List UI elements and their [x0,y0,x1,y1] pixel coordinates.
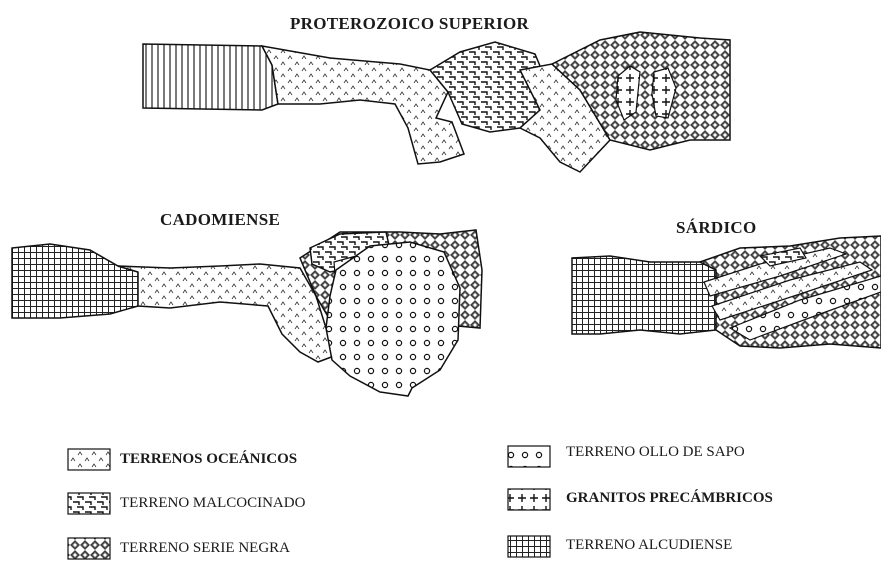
title-cadomiense: CADOMIENSE [160,210,281,229]
alcudiense-sardico [571,255,717,335]
oceanic-band-1 [703,247,848,297]
title-proterozoico: PROTEROZOICO SUPERIOR [290,14,530,33]
legend-swatch-alcudiense [507,535,551,558]
legend-swatch-serie-negra [67,537,111,560]
legend-label-granitos: GRANITOS PRECÁMBRICOS [566,490,773,506]
ollo-de-sapo-dome [325,241,461,397]
title-sardico: SÁRDICO [676,218,757,237]
proterozoico-panel [142,31,731,173]
legend-label-alcudiense: TERRENO ALCUDIENSE [566,537,733,553]
serie-negra-block [550,31,731,151]
ollo-de-sapo-wedge [728,275,881,341]
sardico-panel [571,235,881,349]
alcudiense-vertical-block [142,43,279,111]
legend-label-oceanic: TERRENOS OCEÁNICOS [120,451,298,467]
legend-swatches [67,445,551,560]
malcocinado-sardico [758,247,807,267]
legend-swatch-oceanic [67,448,111,471]
oceanic-strip [117,263,335,363]
legend-swatch-malcocinado [67,492,111,515]
legend-swatch-ollo [507,445,551,468]
cadomiense-panel [11,229,483,397]
granito-right [651,67,677,119]
legend-label-serie-negra: TERRENO SERIE NEGRA [120,540,290,556]
legend-label-malcocinado: TERRENO MALCOCINADO [120,495,306,511]
oceanic-arm [260,44,465,165]
oceanic-band-2 [711,261,874,321]
legend-label-ollo: TERRENO OLLO DE SAPO [566,444,745,460]
legend-swatch-granitos [507,488,551,511]
granito-left [615,65,641,121]
alcudiense-grid-block [11,243,139,319]
